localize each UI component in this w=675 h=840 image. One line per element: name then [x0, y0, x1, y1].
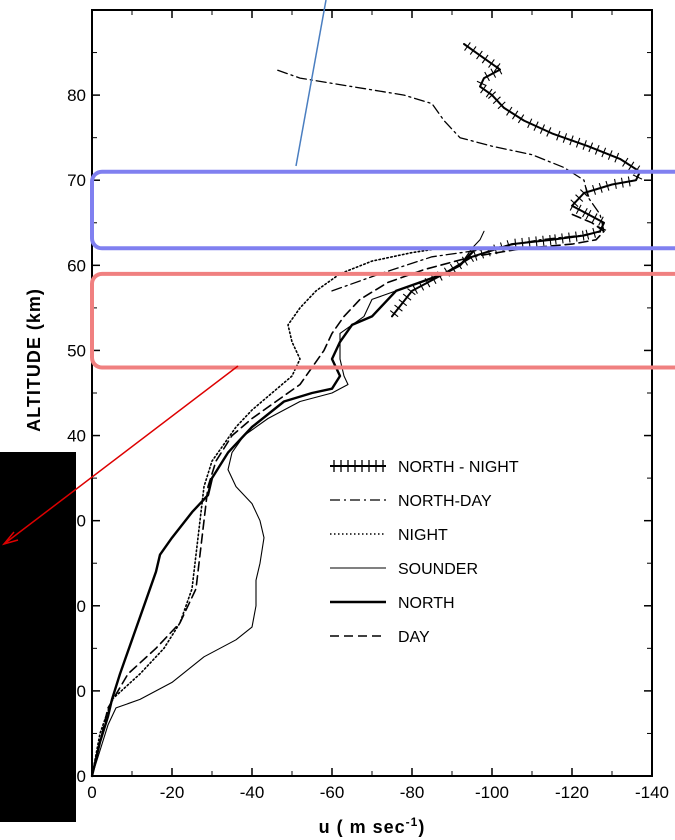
y-tick-label: 60 [67, 256, 86, 275]
x-tick-label: 0 [87, 783, 96, 802]
highlight-band-1 [90, 169, 675, 251]
y-tick-label: 10 [67, 682, 86, 701]
legend-label: NIGHT [398, 527, 448, 544]
plot-frame [91, 9, 653, 777]
y-tick-label: 30 [67, 512, 86, 531]
y-tick-label: 0 [77, 767, 86, 786]
legend-item-day: DAY [330, 629, 430, 646]
series-north [90, 247, 478, 778]
series-north-day [275, 68, 605, 292]
legend-item-sounder: SOUNDER [330, 561, 478, 578]
blue-pointer-line [295, 0, 327, 167]
legend-item-north: NORTH [330, 595, 455, 612]
series-night [91, 247, 441, 777]
legend-label: SOUNDER [398, 561, 478, 578]
legend-label: NORTH [398, 595, 455, 612]
red-arrow [1, 365, 239, 546]
y-tick-label: 50 [67, 341, 86, 360]
y-tick-label: 80 [67, 86, 86, 105]
x-axis-title-superscript: -1 [406, 815, 419, 829]
x-tick-label: -100 [475, 783, 509, 802]
legend-label: NORTH-DAY [398, 493, 492, 510]
y-axis-title: ALTITUDE (km) [24, 288, 44, 432]
y-tick-label: 40 [67, 427, 86, 446]
highlight-band-2 [90, 271, 675, 370]
legend-item-night: NIGHT [330, 527, 448, 544]
x-tick-label: -20 [160, 783, 185, 802]
x-tick-label: -60 [320, 783, 345, 802]
black-box [0, 452, 76, 822]
legend-item-north-night: NORTH - NIGHT [330, 459, 519, 476]
x-axis-title: u ( m sec-1) [319, 815, 426, 837]
x-tick-label: -40 [240, 783, 265, 802]
x-tick-label: -80 [400, 783, 425, 802]
series-day [91, 213, 605, 777]
x-tick-label: -140 [635, 783, 669, 802]
legend-item-north-day: NORTH-DAY [330, 493, 492, 510]
y-tick-label: 70 [67, 171, 86, 190]
x-tick-label: -120 [555, 783, 589, 802]
legend-label: NORTH - NIGHT [398, 459, 519, 476]
legend-label: DAY [398, 629, 430, 646]
y-tick-label: 20 [67, 597, 86, 616]
